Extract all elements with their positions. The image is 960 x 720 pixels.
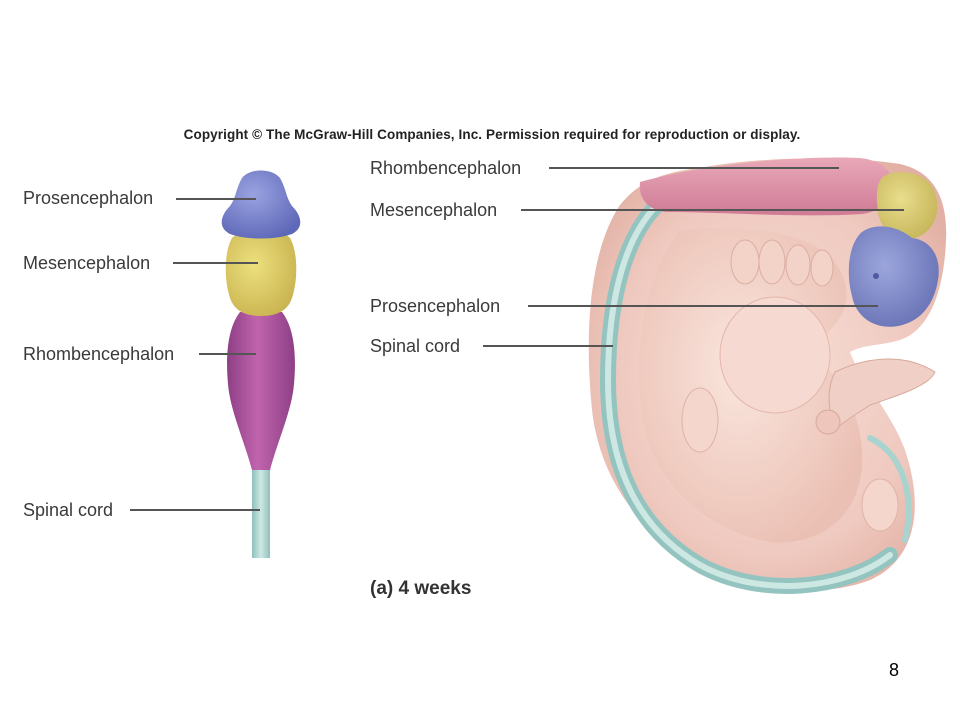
- lower-limb-bud: [861, 478, 899, 532]
- right-label-rhombencephalon: Rhombencephalon: [370, 158, 522, 178]
- right-leader-mesencephalon: [521, 209, 904, 211]
- right-leader-spinal-cord: [483, 345, 613, 347]
- right-label-spinal-cord: Spinal cord: [370, 336, 461, 356]
- optic-vesicle: [873, 273, 879, 279]
- left-mesencephalon-shape: [225, 230, 297, 316]
- page-number: 8: [889, 660, 900, 680]
- left-label-spinal-cord: Spinal cord: [23, 500, 114, 520]
- embryo-illustration: [588, 157, 947, 594]
- allantois-knob: [815, 409, 841, 435]
- left-rhombencephalon-shape: [227, 312, 295, 470]
- left-label-prosencephalon: Prosencephalon: [23, 188, 154, 208]
- copyright-notice: Copyright © The McGraw-Hill Companies, I…: [183, 127, 801, 142]
- upper-limb-bud: [681, 387, 719, 453]
- pharyngeal-arches: [730, 239, 834, 287]
- right-label-prosencephalon: Prosencephalon: [370, 296, 501, 316]
- left-label-rhombencephalon: Rhombencephalon: [23, 344, 175, 364]
- right-rhombencephalon-shape: [639, 157, 892, 216]
- left-leader-mesencephalon: [173, 262, 258, 264]
- embryo-tail: [867, 435, 912, 543]
- heart-bulge: [719, 296, 831, 414]
- left-spinal-cord-shape: [252, 466, 270, 558]
- left-neural-tube: [221, 170, 301, 558]
- right-mesencephalon-shape: [876, 172, 938, 239]
- right-label-mesencephalon: Mesencephalon: [370, 200, 498, 220]
- left-prosencephalon-shape: [221, 170, 301, 239]
- right-leader-prosencephalon: [528, 305, 878, 307]
- left-leader-spinal-cord: [130, 509, 260, 511]
- right-prosencephalon-shape: [848, 226, 939, 327]
- figure-caption: (a) 4 weeks: [370, 578, 472, 599]
- left-leader-rhombencephalon: [199, 353, 256, 355]
- right-leader-rhombencephalon: [549, 167, 839, 169]
- left-label-mesencephalon: Mesencephalon: [23, 253, 151, 273]
- left-leader-prosencephalon: [176, 198, 256, 200]
